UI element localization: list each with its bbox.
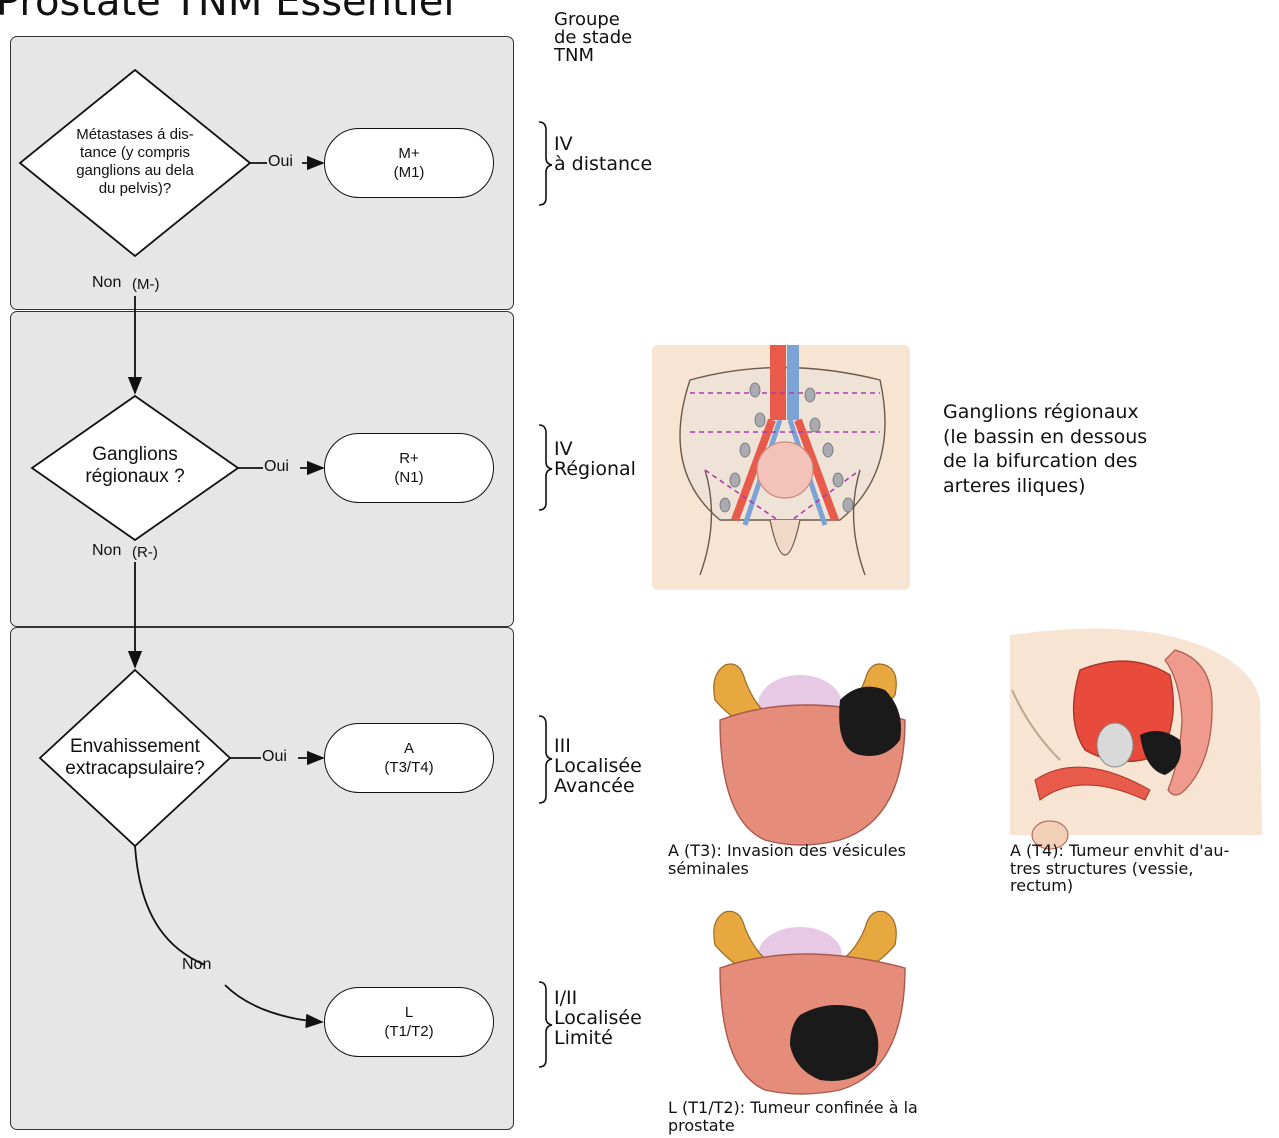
node-m-line2: (M1): [393, 164, 425, 181]
caption-t4: A (T4): Tumeur envhit d'au- tres structu…: [1010, 841, 1230, 896]
edge-label-non-m: Non: [92, 274, 122, 291]
bracket-local-lim: [538, 981, 553, 1068]
arrow-non-l-tip: [224, 984, 324, 1029]
bracket-distant: [538, 121, 553, 206]
node-a[interactable]: A (T3/T4): [324, 723, 494, 793]
node-r-line1: R+: [399, 449, 419, 467]
prostate-t3-illustration: [713, 663, 906, 846]
stage-header: Groupe de stade TNM: [554, 9, 633, 66]
edge-label-m-minus: (M-): [132, 276, 160, 293]
decision-diamond-regional: [30, 394, 240, 542]
stage-iv-distance: IV à distance: [554, 133, 653, 175]
node-l-line1: L: [404, 1003, 414, 1021]
edge-label-r-minus: (R-): [132, 544, 158, 561]
node-a-line1: A: [403, 739, 414, 757]
caption-t12: L (T1/T2): Tumeur confinée à la prostate: [668, 1098, 918, 1135]
edge-label-non-r: Non: [92, 542, 122, 559]
node-r-line2: (N1): [394, 469, 424, 486]
decision-diamond-distant: [18, 68, 252, 258]
page-title: Prostate TNM Essentiel: [0, 0, 455, 25]
edge-label-non-l: Non: [182, 956, 212, 973]
node-m-line1: M+: [398, 144, 420, 162]
node-l-line2: (T1/T2): [384, 1023, 434, 1040]
stage-i-ii-local-lim: I/II Localisée Limité: [554, 987, 642, 1049]
question-distant-metastases: Métastases á dis- tance (y compris gangl…: [76, 126, 194, 197]
edge-label-oui-m: Oui: [268, 153, 293, 170]
caption-t3: A (T3): Invasion des vésicules séminales: [668, 841, 906, 878]
prostate-t12-illustration: [713, 910, 906, 1095]
edge-label-oui-r: Oui: [264, 458, 289, 475]
pelvis-illustration: [652, 345, 910, 590]
node-m-plus[interactable]: M+ (M1): [324, 128, 494, 198]
node-l[interactable]: L (T1/T2): [324, 987, 494, 1057]
node-a-line2: (T3/T4): [384, 759, 434, 776]
arrow-non-l: [134, 845, 206, 966]
edge-label-oui-a: Oui: [262, 748, 287, 765]
question-extracapsular: Envahissement extracapsulaire?: [65, 736, 205, 779]
bracket-local-adv: [538, 715, 553, 804]
bracket-regional: [538, 424, 553, 511]
stage-iii-local-adv: III Localisée Avancée: [554, 735, 642, 797]
stage-iv-regional: IV Régional: [554, 438, 636, 480]
question-regional-nodes: Ganglions régionaux ?: [85, 444, 185, 487]
node-r-plus[interactable]: R+ (N1): [324, 433, 494, 503]
note-regional-nodes: Ganglions régionaux (le bassin en dessou…: [943, 401, 1148, 498]
sagittal-t4-illustration: [1010, 628, 1262, 850]
